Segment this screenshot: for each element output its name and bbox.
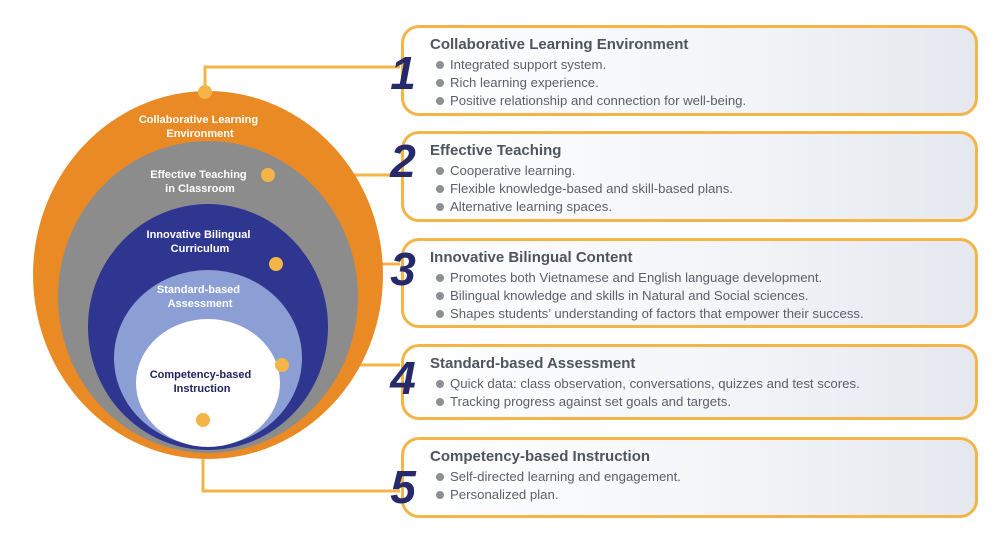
bullet-item: Alternative learning spaces. (430, 198, 965, 216)
connector-dots (196, 85, 289, 427)
bullet-list: Promotes both Vietnamese and English lan… (430, 269, 965, 323)
bullet-item: Promotes both Vietnamese and English lan… (430, 269, 965, 287)
info-box-title: Collaborative Learning Environment (430, 36, 689, 53)
bullet-item: Bilingual knowledge and skills in Natura… (430, 287, 965, 305)
info-box-1: Collaborative Learning Environment Integ… (401, 25, 978, 116)
info-box-title: Standard-based Assessment (430, 355, 636, 372)
bullet-list: Self-directed learning and engagement. P… (430, 468, 965, 504)
ring-label-3: Innovative Bilingual Curriculum (147, 229, 254, 255)
connector-dot-3 (269, 257, 283, 271)
bullet-dot-icon (436, 380, 444, 388)
bullet-list: Quick data: class observation, conversat… (430, 375, 965, 411)
bullet-item: Rich learning experience. (430, 74, 965, 92)
connector-1 (203, 65, 400, 92)
bullet-dot-icon (436, 185, 444, 193)
bullet-list: Cooperative learning. Flexible knowledge… (430, 162, 965, 216)
step-number-2: 2 (390, 135, 416, 187)
connector-dot-2 (261, 168, 275, 182)
info-box-title: Competency-based Instruction (430, 448, 651, 465)
step-number-1: 1 (390, 47, 416, 99)
ring-label-1: Collaborative Learning Environment (139, 114, 261, 140)
bullet-item: Integrated support system. (430, 56, 965, 74)
connector-dot-1 (198, 85, 212, 99)
bullet-dot-icon (436, 473, 444, 481)
bullet-item: Self-directed learning and engagement. (430, 468, 965, 486)
bullet-dot-icon (436, 61, 444, 69)
bullet-dot-icon (436, 292, 444, 300)
step-number-5: 5 (390, 461, 416, 513)
bullet-dot-icon (436, 167, 444, 175)
bullet-dot-icon (436, 79, 444, 87)
bullet-item: Personalized plan. (430, 486, 965, 504)
info-box-title: Innovative Bilingual Content (430, 249, 633, 266)
bullet-dot-icon (436, 398, 444, 406)
info-box-4: Standard-based Assessment Quick data: cl… (401, 344, 978, 420)
info-box-title: Effective Teaching (430, 142, 562, 159)
bullet-item: Quick data: class observation, conversat… (430, 375, 965, 393)
bullet-dot-icon (436, 310, 444, 318)
step-number-4: 4 (390, 352, 416, 404)
step-number-3: 3 (390, 243, 416, 295)
info-box-3: Innovative Bilingual Content Promotes bo… (401, 238, 978, 328)
info-box-5: Competency-based Instruction Self-direct… (401, 437, 978, 518)
bullet-list: Integrated support system. Rich learning… (430, 56, 965, 110)
bullet-dot-icon (436, 97, 444, 105)
ring-competency-core (136, 319, 280, 447)
info-box-2: Effective Teaching Cooperative learning.… (401, 131, 978, 222)
ring-label-4: Standard-based Assessment (157, 284, 243, 310)
ring-label-2: Effective Teaching in Classroom (150, 169, 249, 195)
connector-dot-4 (275, 358, 289, 372)
bullet-dot-icon (436, 491, 444, 499)
bullet-item: Tracking progress against set goals and … (430, 393, 965, 411)
connector-dot-5 (196, 413, 210, 427)
bullet-dot-icon (436, 203, 444, 211)
bullet-item: Flexible knowledge-based and skill-based… (430, 180, 965, 198)
bullet-item: Positive relationship and connection for… (430, 92, 965, 110)
ring-label-5: Competency-based Instruction (150, 369, 255, 395)
bullet-item: Shapes students’ understanding of factor… (430, 305, 965, 323)
bullet-item: Cooperative learning. (430, 162, 965, 180)
bullet-dot-icon (436, 274, 444, 282)
